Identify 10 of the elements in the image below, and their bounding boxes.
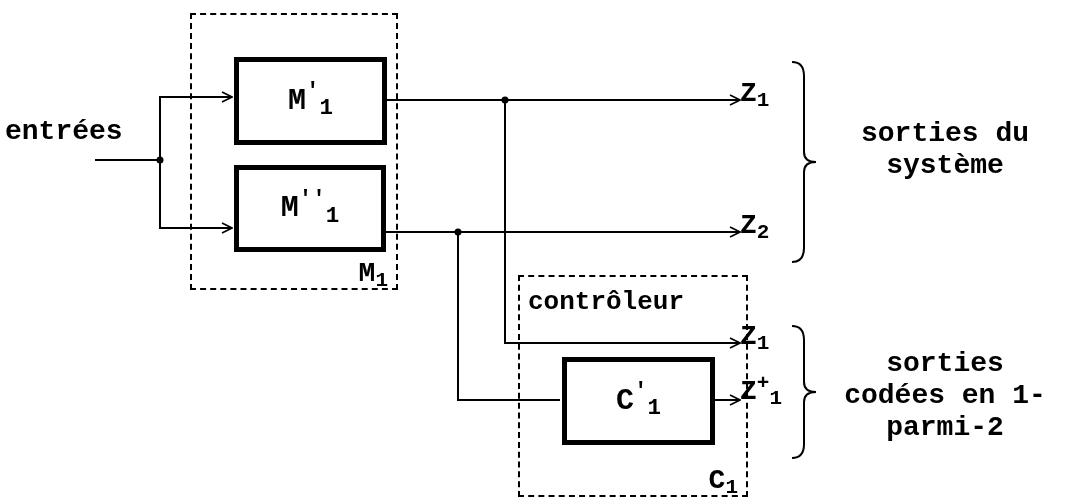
group-label: contrôleur — [528, 289, 685, 315]
group-label: M$_{1}$ — [358, 260, 388, 288]
group-label: C$_{1}$ — [708, 467, 738, 495]
input-label: entrées — [5, 118, 155, 160]
output-group-label: sorties du système — [860, 118, 1030, 183]
connector-arrow — [94, 159, 233, 234]
output-label: Z$_{1}$ — [740, 80, 790, 118]
dashed-group-frame — [190, 13, 398, 290]
output-label: Z$_{2}$ — [740, 212, 790, 250]
output-group-label: sorties codées en 1-parmi-2 — [843, 348, 1047, 445]
